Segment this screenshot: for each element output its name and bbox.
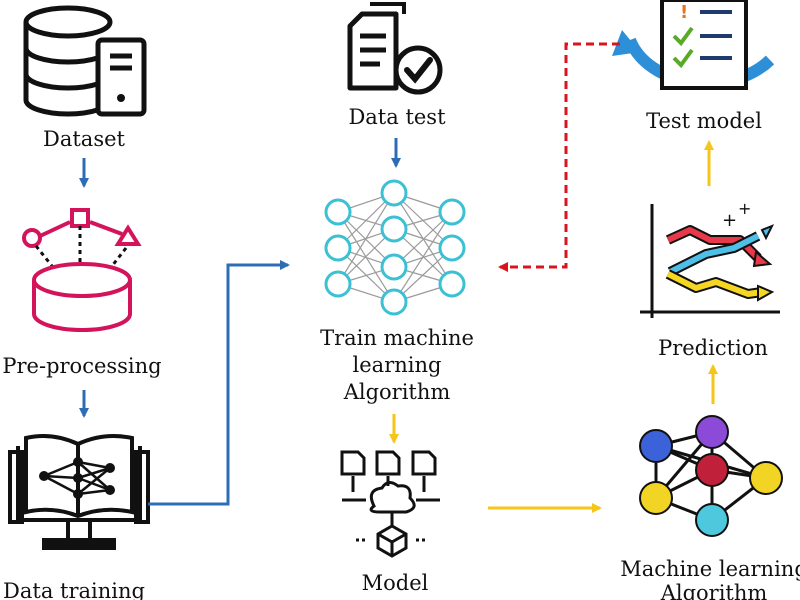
test-model-label: Test model: [646, 109, 762, 133]
arrow-training-to-train: [148, 260, 290, 506]
ml-algorithm-label-line1: Machine learning: [620, 557, 800, 581]
data-cylinder-shapes-icon: [22, 208, 142, 332]
dataset-label: Dataset: [43, 127, 126, 151]
svg-text:+: +: [722, 210, 737, 231]
ml-algorithm-label-line2: Algorithm: [660, 581, 768, 600]
data-test-label: Data test: [348, 105, 446, 129]
clipboard-refresh-icon: !: [612, 0, 775, 90]
checklist-document-icon: [347, 2, 443, 95]
data-training-label: Data training: [3, 579, 145, 600]
trend-chart-icon: + +: [640, 199, 780, 318]
prediction-label: Prediction: [658, 336, 768, 360]
svg-text:!: !: [680, 2, 688, 23]
train-label-line3: Algorithm: [343, 380, 451, 404]
colored-graph-nodes-icon: [639, 415, 783, 537]
model-label: Model: [362, 571, 429, 595]
train-label-line2: learning: [353, 353, 442, 377]
svg-text:+: +: [738, 199, 751, 218]
dashed-feedback-arrow: [498, 42, 620, 272]
files-brain-cube-icon: [340, 450, 440, 558]
database-server-icon: [23, 5, 147, 117]
book-network-monitor-icon: [8, 434, 150, 550]
train-label-line1: Train machine: [320, 326, 474, 350]
preprocessing-label: Pre-processing: [2, 354, 161, 378]
neural-network-icon: [324, 179, 466, 316]
